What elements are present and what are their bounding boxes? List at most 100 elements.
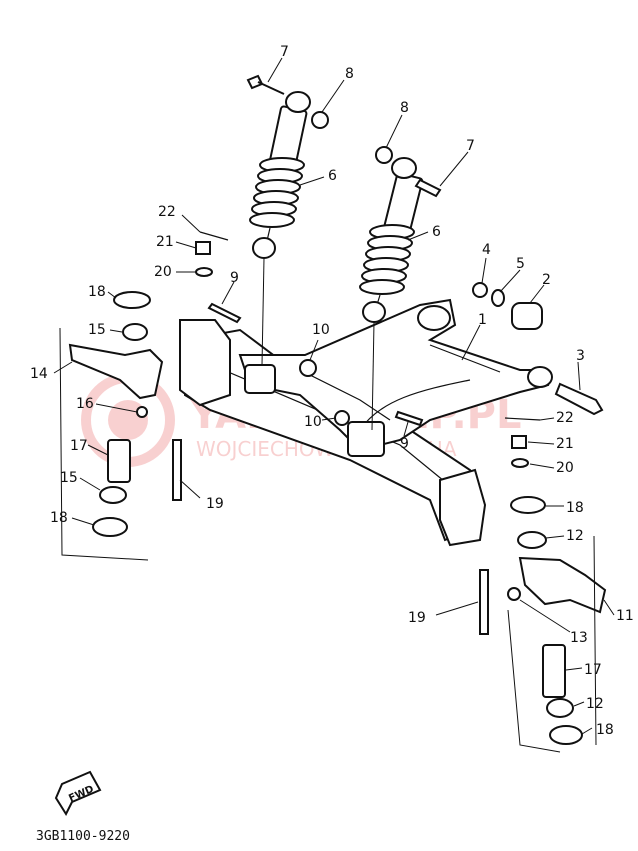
callout-9-lower: 9	[400, 436, 409, 452]
diagram-code: 3GB1100-9220	[36, 829, 130, 844]
knuckle-11	[518, 556, 607, 614]
callout-7-left: 7	[280, 44, 289, 60]
callout-10-upper: 10	[312, 322, 330, 338]
shock-absorber-right	[359, 157, 424, 431]
fwd-arrow-icon	[54, 770, 102, 817]
fwd-arrow: FWD	[54, 770, 102, 817]
hardware	[172, 74, 604, 635]
callout-17-right: 17	[584, 662, 602, 678]
bushing-15-left-bottom	[99, 486, 127, 504]
washer-20-right	[511, 458, 529, 468]
nut-21-right	[511, 435, 527, 449]
bolt-7-right	[414, 178, 442, 198]
leader-lines	[53, 57, 615, 735]
callout-16: 16	[76, 396, 94, 412]
callout-18-right-bottom: 18	[596, 722, 614, 738]
callout-2: 2	[542, 272, 551, 288]
shock-right-eye-bottom	[362, 301, 386, 323]
callout-10-lower: 10	[304, 414, 322, 430]
callout-8-left: 8	[345, 66, 354, 82]
shock-absorber-left	[249, 91, 311, 366]
shock-right-eye-top	[391, 157, 417, 179]
bolt-19-left	[172, 439, 182, 501]
arm-bushing-right	[527, 366, 553, 388]
bolt-3	[554, 382, 604, 416]
bushing-2	[511, 302, 543, 330]
seal-18-right-top	[510, 496, 546, 514]
callout-18-right-top: 18	[566, 500, 584, 516]
a-arm	[238, 298, 553, 457]
bracket-14-line	[59, 327, 149, 561]
callout-9-upper: 9	[230, 270, 239, 286]
washer-20-left	[195, 267, 213, 277]
knuckle-14	[68, 343, 164, 400]
cotter-pin-16	[136, 406, 148, 418]
callout-8-right: 8	[400, 100, 409, 116]
callout-22-left: 22	[158, 204, 176, 220]
callout-14: 14	[30, 366, 48, 382]
shock-right-spring	[359, 224, 415, 295]
bushing-12-right-top	[517, 531, 547, 549]
callout-19-left: 19	[206, 496, 224, 512]
nut-10-lower	[334, 410, 350, 426]
bolt-7-left	[246, 74, 285, 95]
left-bracket	[179, 319, 231, 407]
arm-mount-left	[244, 364, 276, 394]
shock-left-spring	[249, 157, 305, 228]
right-bracket	[439, 468, 487, 547]
callout-4: 4	[482, 242, 491, 258]
callout-6-right: 6	[432, 224, 441, 240]
callout-12-right-top: 12	[566, 528, 584, 544]
nut-8-right	[375, 146, 393, 164]
callout-22-right: 22	[556, 410, 574, 426]
right-knuckle	[507, 496, 607, 753]
bolt-9-upper	[207, 302, 242, 324]
callout-20-left: 20	[154, 264, 172, 280]
callout-15-left-bottom: 15	[60, 470, 78, 486]
bolt-19-right	[479, 569, 489, 635]
callout-18-left-bottom: 18	[50, 510, 68, 526]
a-arm-detail	[299, 344, 501, 431]
callout-17-left: 17	[70, 438, 88, 454]
callout-7-right: 7	[466, 138, 475, 154]
callout-labels: 7 8 8 7 6 6 22 21 20 9 18 15 14 16 17 15…	[30, 44, 634, 738]
nut-21-left	[195, 241, 211, 255]
collar-17-right	[542, 644, 566, 698]
callout-12-right-bottom: 12	[586, 696, 604, 712]
callout-21-left: 21	[156, 234, 174, 250]
callout-15-left-top: 15	[88, 322, 106, 338]
callout-5: 5	[516, 256, 525, 272]
seal-18-left-top	[113, 291, 151, 309]
cotter-pin-22-left	[199, 231, 229, 241]
callout-6-left: 6	[328, 168, 337, 184]
seal-18-right-bottom	[549, 725, 583, 745]
callout-1: 1	[478, 312, 487, 328]
shock-right-mount-line	[371, 321, 375, 431]
callout-11: 11	[616, 608, 634, 624]
arm-mount-center	[347, 421, 385, 457]
shock-left-eye-bottom	[252, 237, 276, 259]
bushing-12-right-bottom	[546, 698, 574, 718]
cotter-pin-22-right	[504, 417, 541, 421]
callout-13: 13	[570, 630, 588, 646]
bushing-15-left-top	[122, 323, 148, 341]
shock-left-eye-top	[285, 91, 311, 113]
bolt-9-lower	[394, 410, 424, 427]
callout-3: 3	[576, 348, 585, 364]
washer-5	[491, 289, 505, 307]
callout-20-right: 20	[556, 460, 574, 476]
seal-18-left-bottom	[92, 517, 128, 537]
callout-21-right: 21	[556, 436, 574, 452]
bolt-13	[507, 587, 521, 601]
nut-10-upper	[299, 359, 317, 377]
shock-left-mount-line	[261, 257, 265, 366]
left-knuckle	[59, 291, 164, 561]
nut-8-left	[311, 111, 329, 129]
arm-bushing-top	[417, 305, 451, 331]
callout-18-left-top: 18	[88, 284, 106, 300]
bracket-11-line	[507, 535, 597, 753]
collar-17-left	[107, 439, 131, 483]
callout-19-right: 19	[408, 610, 426, 626]
